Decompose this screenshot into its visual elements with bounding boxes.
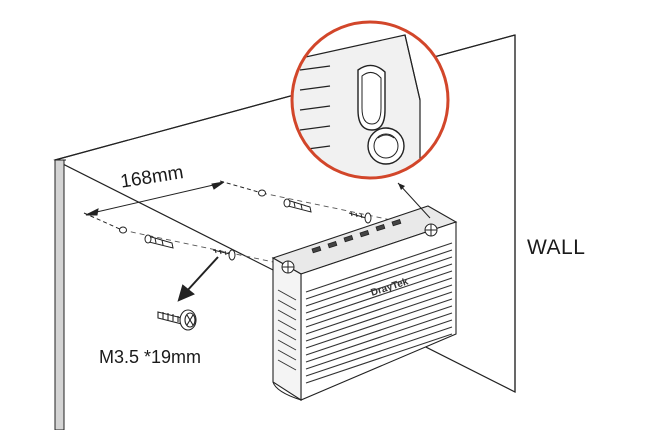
dimension-line	[83, 180, 263, 231]
drill-hole-left	[119, 226, 127, 234]
callout-circle	[290, 20, 450, 180]
screw-size-label: M3.5 *19mm	[99, 347, 202, 367]
wall-screw-right	[348, 211, 372, 224]
screw-pointer-arrow	[177, 256, 219, 302]
loose-screw	[157, 309, 197, 331]
wall-label: WALL	[527, 236, 586, 259]
callout-detail	[292, 22, 448, 178]
router-side	[272, 257, 302, 402]
callout-leader	[397, 182, 431, 219]
drill-hole-right	[258, 189, 266, 197]
router-vents	[305, 242, 453, 384]
router-side-vents	[277, 289, 297, 371]
router-top-details	[311, 219, 402, 254]
wall-screw-left	[212, 248, 236, 261]
router-keyholes	[281, 223, 438, 274]
callout-leader-arrow	[398, 183, 405, 190]
wall-anchor-left	[144, 234, 174, 249]
wall-anchor-right	[283, 198, 312, 213]
drill-holes	[119, 189, 266, 234]
wall-edge	[54, 159, 66, 430]
